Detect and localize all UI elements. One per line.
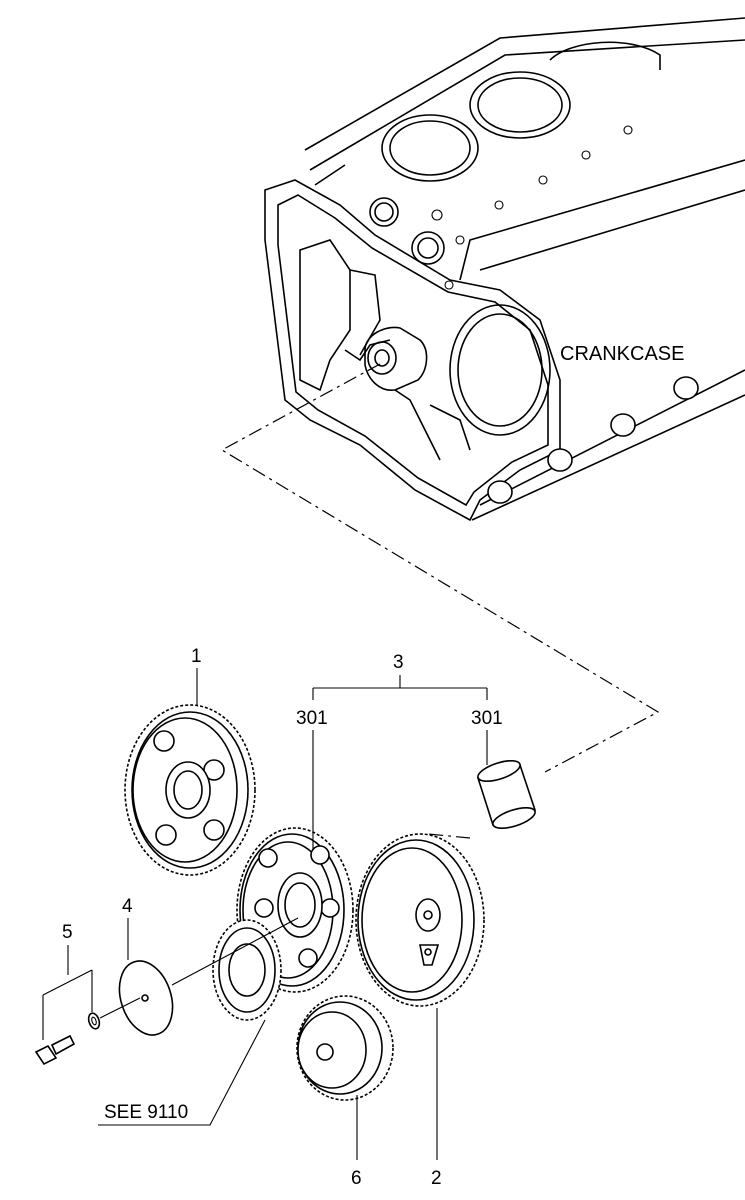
callout-4: 4 <box>122 896 133 917</box>
small-pinion-gear <box>212 919 282 1021</box>
gear-6-pump-gear <box>296 995 394 1101</box>
bolt-and-washer-5 <box>34 1012 101 1066</box>
callout-3: 3 <box>393 652 404 673</box>
leader-lines <box>42 668 488 1160</box>
see-9110-reference: SEE 9110 <box>104 1102 188 1123</box>
callout-301-left: 301 <box>296 708 328 729</box>
shaft-axis-line <box>171 917 299 986</box>
alignment-lines <box>220 363 660 839</box>
thrust-washer-4 <box>118 960 174 1036</box>
callout-1: 1 <box>191 646 202 667</box>
crankcase-label: CRANKCASE <box>560 343 684 365</box>
bushing-301 <box>476 759 537 830</box>
bolt-axis-line <box>99 997 141 1019</box>
callout-301-right: 301 <box>471 708 503 729</box>
crankcase-illustration <box>264 17 745 522</box>
callout-5: 5 <box>62 922 73 943</box>
callout-2: 2 <box>431 1168 442 1189</box>
gear-1-camshaft-gear <box>124 704 256 876</box>
callout-6: 6 <box>351 1168 362 1189</box>
gear-2-drive-gear <box>355 833 485 1007</box>
